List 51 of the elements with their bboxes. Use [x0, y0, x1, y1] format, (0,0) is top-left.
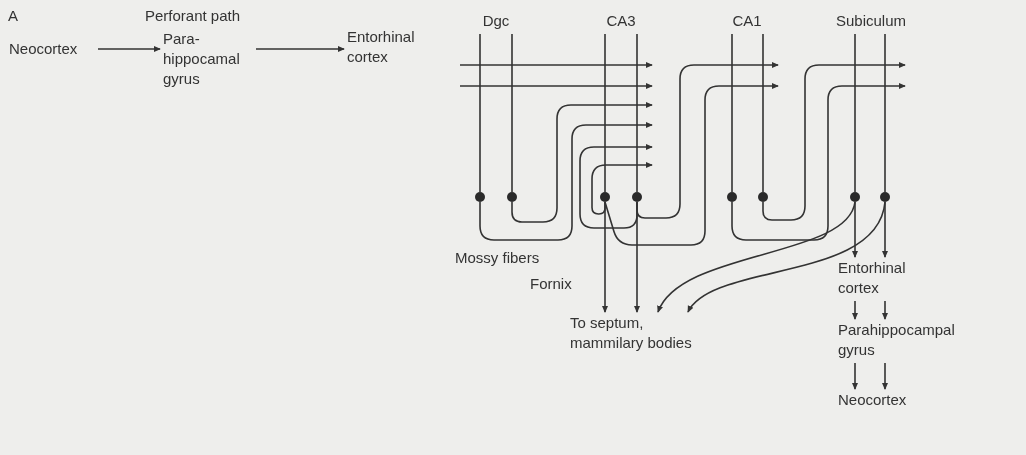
fiber-arrow — [479, 121, 653, 241]
fiber-arrow — [604, 82, 779, 246]
fiber-arrow — [459, 82, 653, 90]
region-label: Entorhinal cortex — [344, 26, 460, 96]
fiber-arrow — [459, 61, 653, 69]
fiber-arrow — [881, 201, 889, 258]
region-label: Para- hippocamal gyrus — [160, 28, 256, 94]
region-label: Neocortex — [835, 389, 935, 413]
fiber-label: Mossy fibers — [455, 248, 540, 268]
dendrite-line — [479, 33, 481, 193]
fiber-arrow — [851, 362, 859, 390]
fiber-arrow — [511, 101, 653, 223]
region-label: Dgc — [466, 10, 526, 34]
dendrite-line — [511, 33, 513, 193]
region-label: CA1 — [717, 10, 777, 34]
fiber-arrow — [881, 362, 889, 390]
dendrite-line — [762, 33, 764, 193]
fiber-arrow — [851, 201, 859, 258]
fiber-arrow — [97, 45, 161, 53]
dendrite-line — [884, 33, 886, 193]
neuron-cell-body — [475, 192, 485, 202]
dendrite-line — [854, 33, 856, 193]
region-label: Subiculum — [830, 10, 912, 34]
fiber-arrow — [591, 161, 653, 215]
fiber-arrow — [851, 300, 859, 320]
neuron-cell-body — [880, 192, 890, 202]
neuron-cell-body — [850, 192, 860, 202]
fiber-arrow — [579, 143, 653, 229]
neuron-cell-body — [600, 192, 610, 202]
pathway-label: Perforant path — [145, 6, 241, 26]
region-label: To septum, mammilary bodies — [567, 312, 717, 356]
region-label: Parahippocampal gyrus — [835, 319, 975, 363]
fiber-label: Fornix — [530, 274, 572, 294]
dendrite-line — [604, 33, 606, 193]
fiber-arrow — [731, 82, 906, 241]
dendrite-line — [731, 33, 733, 193]
fiber-arrow — [255, 45, 345, 53]
region-label: Neocortex — [6, 38, 98, 60]
panel-letter: A — [8, 6, 18, 26]
region-label: Entorhinal cortex — [835, 257, 935, 301]
neuron-cell-body — [632, 192, 642, 202]
neuron-cell-body — [758, 192, 768, 202]
fiber-arrow — [881, 300, 889, 320]
dendrite-line — [636, 33, 638, 193]
neuron-cell-body — [507, 192, 517, 202]
fiber-arrow — [633, 201, 641, 313]
region-label: CA3 — [591, 10, 651, 34]
neuron-cell-body — [727, 192, 737, 202]
fiber-arrow — [601, 201, 609, 313]
fiber-arrow — [762, 61, 906, 221]
fiber-arrow — [636, 61, 779, 219]
